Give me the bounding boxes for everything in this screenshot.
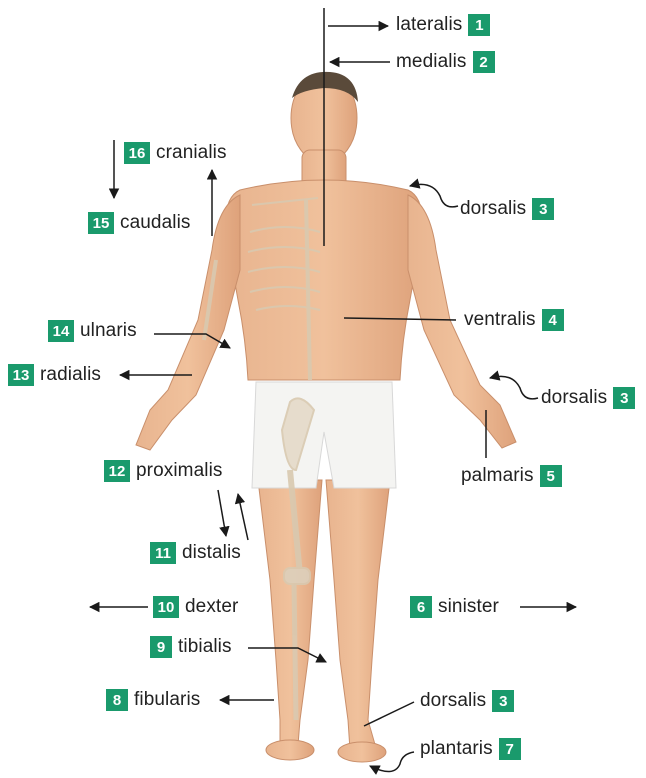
label-text: distalis — [182, 542, 241, 564]
label-ventralis: ventralis 4 — [464, 309, 564, 331]
label-number-badge: 4 — [542, 309, 564, 331]
label-caudalis: 15 caudalis — [88, 212, 191, 234]
label-text: palmaris — [461, 465, 534, 487]
label-number-badge: 16 — [124, 142, 150, 164]
label-text: fibularis — [134, 689, 200, 711]
label-text: cranialis — [156, 142, 227, 164]
label-distalis: 11 distalis — [150, 542, 241, 564]
label-text: dorsalis — [420, 690, 486, 712]
label-number-badge: 11 — [150, 542, 176, 564]
label-number-badge: 2 — [473, 51, 495, 73]
label-text: ventralis — [464, 309, 536, 331]
label-number-badge: 3 — [492, 690, 514, 712]
label-number-badge: 15 — [88, 212, 114, 234]
label-text: plantaris — [420, 738, 493, 760]
label-medialis: medialis 2 — [396, 51, 495, 73]
label-number-badge: 10 — [153, 596, 179, 618]
label-text: sinister — [438, 596, 499, 618]
label-text: radialis — [40, 364, 101, 386]
label-text: dorsalis — [460, 198, 526, 220]
label-text: dorsalis — [541, 387, 607, 409]
label-number-badge: 12 — [104, 460, 130, 482]
label-dorsalis-shoulder: dorsalis 3 — [460, 198, 554, 220]
label-fibularis: 8 fibularis — [106, 689, 200, 711]
label-ulnaris: 14 ulnaris — [48, 320, 137, 342]
label-text: lateralis — [396, 14, 462, 36]
label-number-badge: 14 — [48, 320, 74, 342]
label-palmaris: palmaris 5 — [461, 465, 562, 487]
label-number-badge: 9 — [150, 636, 172, 658]
dorsalis-hand-curve — [490, 376, 538, 399]
label-text: ulnaris — [80, 320, 137, 342]
label-number-badge: 8 — [106, 689, 128, 711]
underwear-shorts — [252, 382, 396, 488]
label-number-badge: 7 — [499, 738, 521, 760]
label-text: tibialis — [178, 636, 232, 658]
label-number-badge: 5 — [540, 465, 562, 487]
label-lateralis: lateralis 1 — [396, 14, 490, 36]
label-number-badge: 3 — [532, 198, 554, 220]
distalis-arrow — [218, 490, 226, 536]
label-text: medialis — [396, 51, 467, 73]
label-plantaris: plantaris 7 — [420, 738, 521, 760]
label-radialis: 13 radialis — [8, 364, 101, 386]
proximalis-arrow — [238, 494, 248, 540]
label-text: caudalis — [120, 212, 191, 234]
label-sinister: 6 sinister — [410, 596, 499, 618]
label-dorsalis-hand: dorsalis 3 — [541, 387, 635, 409]
label-dexter: 10 dexter — [153, 596, 238, 618]
label-proximalis: 12 proximalis — [104, 460, 223, 482]
dorsalis-foot-leader — [364, 702, 414, 726]
label-dorsalis-foot: dorsalis 3 — [420, 690, 514, 712]
label-text: proximalis — [136, 460, 223, 482]
label-number-badge: 13 — [8, 364, 34, 386]
label-cranialis: 16 cranialis — [124, 142, 227, 164]
label-tibialis: 9 tibialis — [150, 636, 232, 658]
label-number-badge: 6 — [410, 596, 432, 618]
label-number-badge: 1 — [468, 14, 490, 36]
label-text: dexter — [185, 596, 238, 618]
label-number-badge: 3 — [613, 387, 635, 409]
